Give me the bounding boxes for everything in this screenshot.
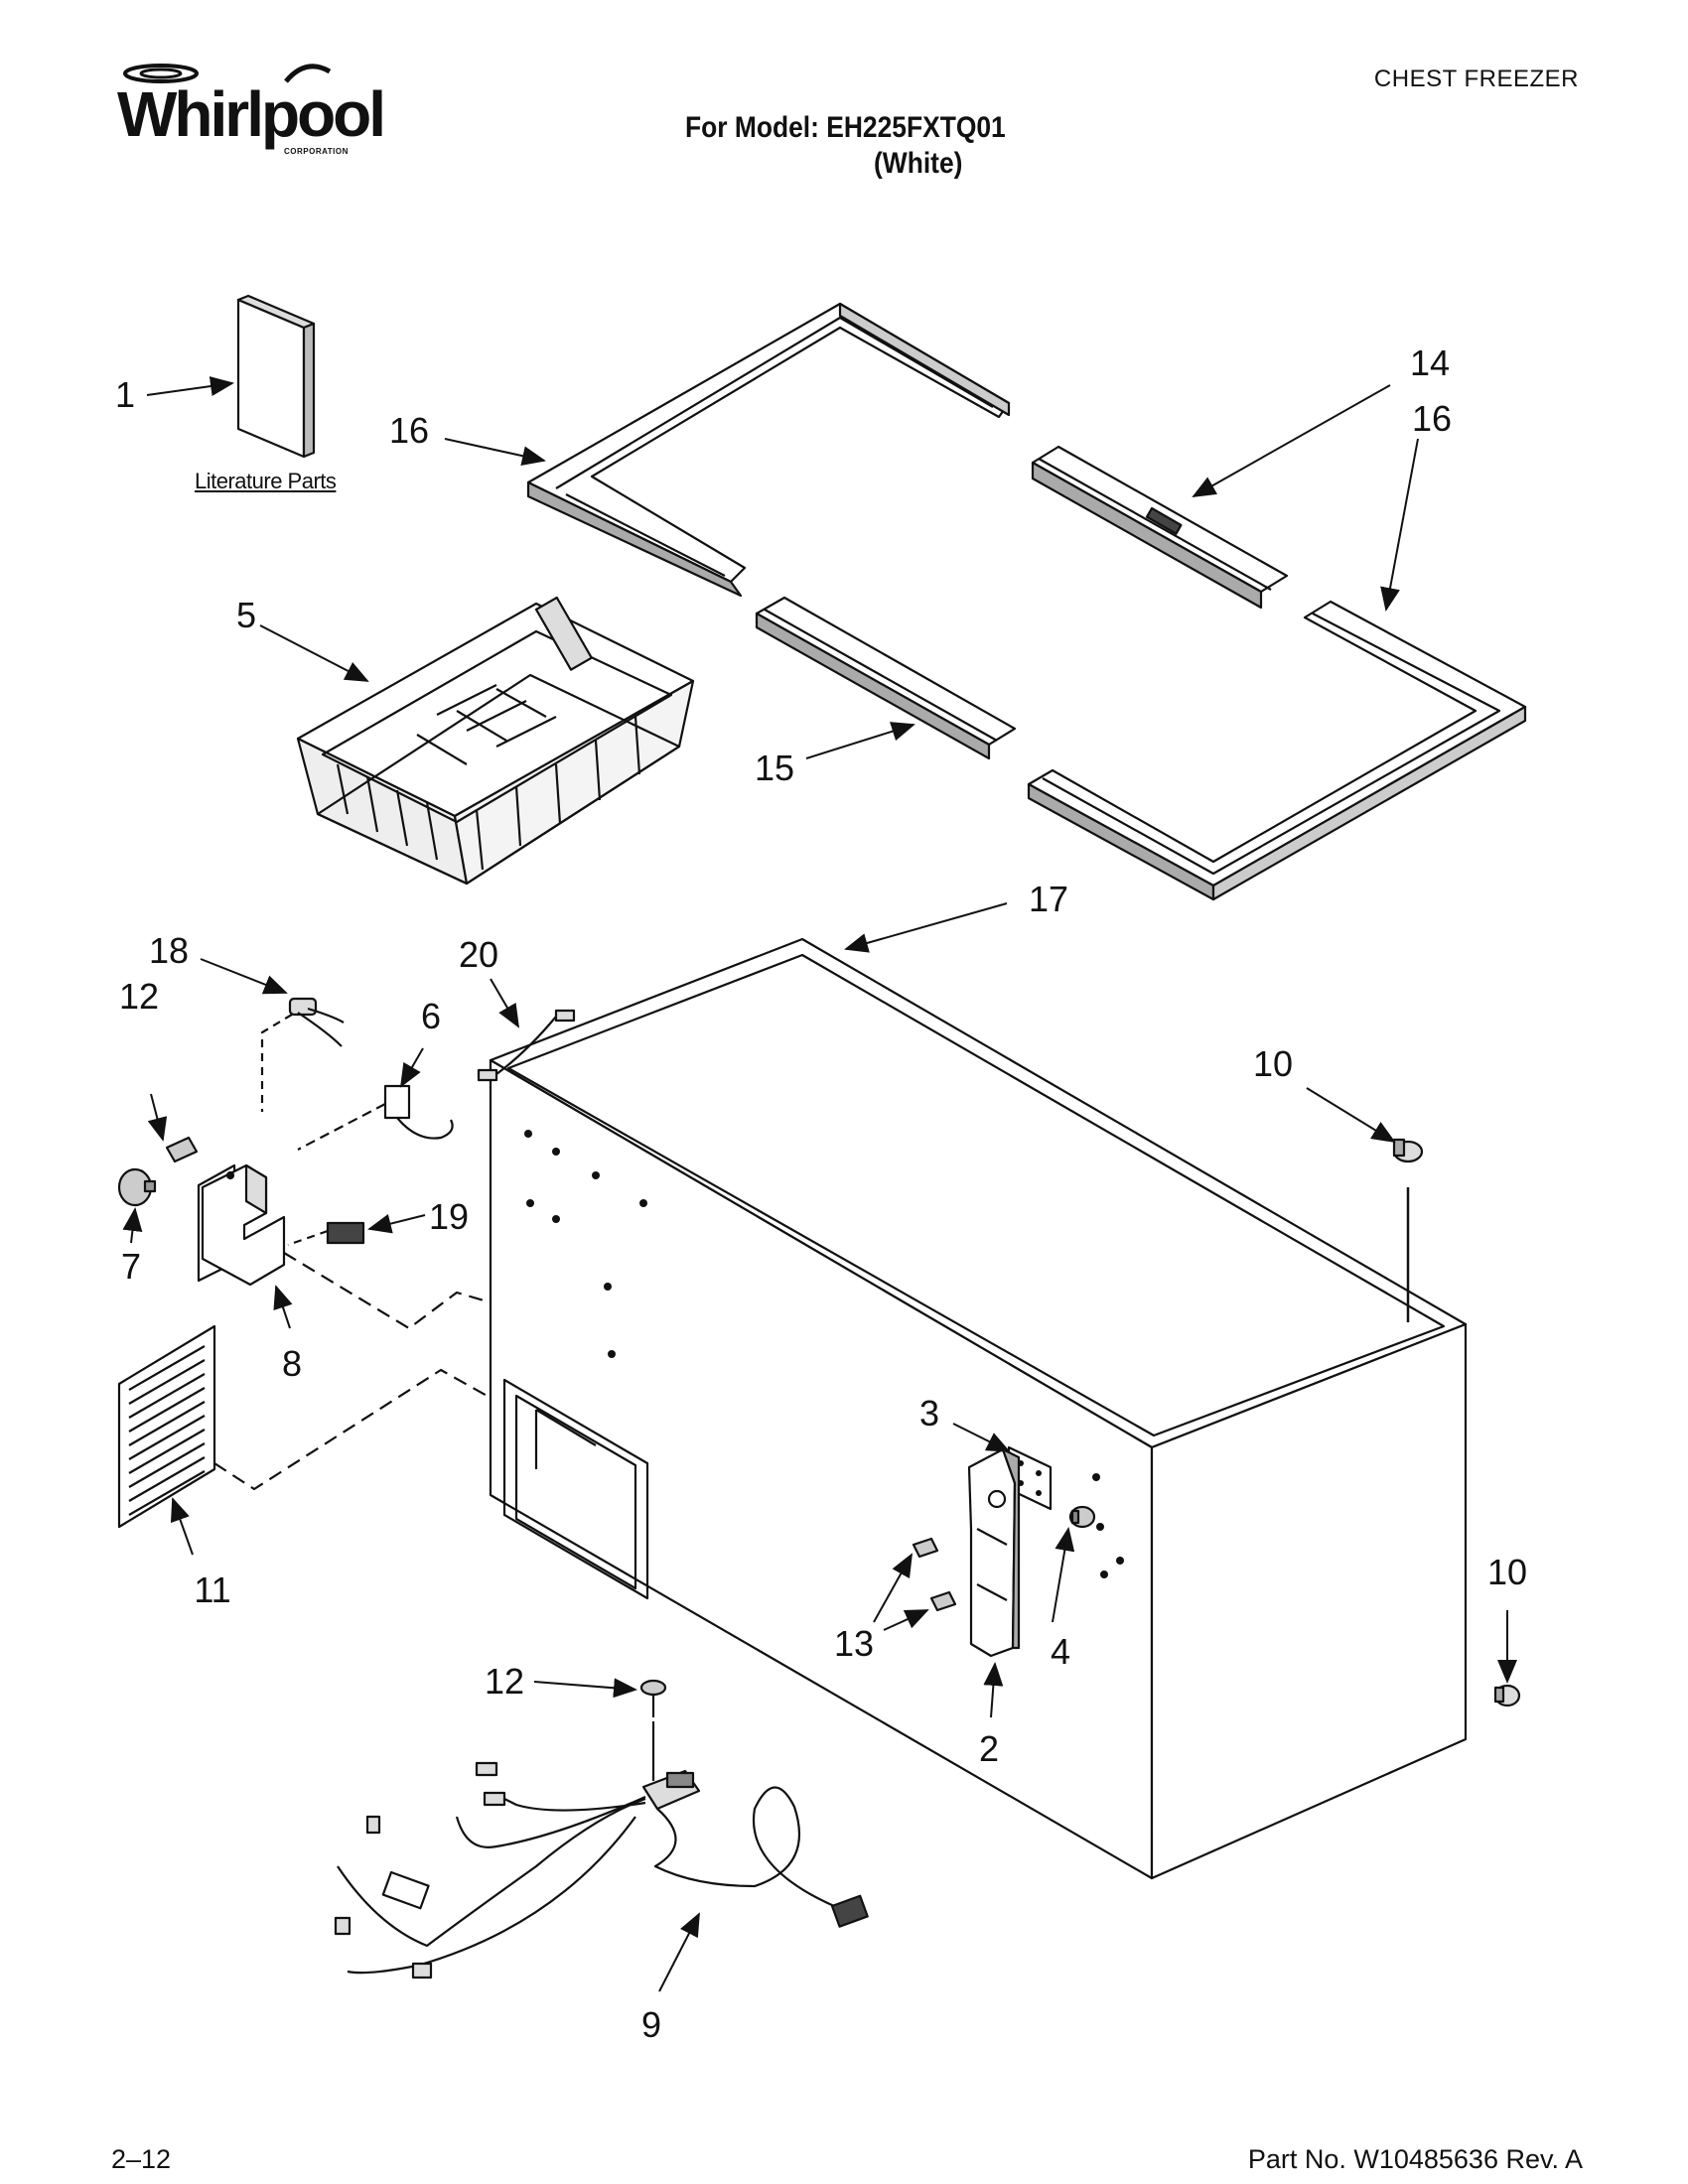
part-grille [117,1324,216,1529]
part-screw-upper [165,1136,199,1163]
callout-4: 4 [1051,1631,1070,1672]
brand-corporation: CORPORATION [284,147,349,156]
part-light-switch-18 [260,997,345,1112]
callout-13: 13 [834,1623,874,1664]
part-relay-6 [297,1084,454,1151]
part-connector-20 [477,1009,576,1082]
part-hinge-assembly [912,1445,1096,1658]
part-storage-basket [296,596,695,886]
callout-12-lower: 12 [485,1661,524,1702]
callout-1: 1 [115,374,135,415]
callout-15: 15 [755,748,794,788]
callout-10-lower: 10 [1487,1552,1527,1592]
part-breaker-strip-rear [755,596,1017,760]
brand-swirl-icon [123,64,332,83]
model-color: (White) [874,147,963,180]
callout-7: 7 [121,1246,141,1287]
product-category: CHEST FREEZER [1373,66,1579,92]
callout-10-upper: 10 [1253,1043,1293,1084]
callout-2: 2 [979,1728,999,1769]
part-screw-lower [639,1679,667,1781]
part-breaker-strip-left [526,302,1011,598]
callout-17: 17 [1029,879,1068,919]
part-bumper-bottom [1493,1684,1521,1707]
part-breaker-strip-front [1031,445,1289,610]
callout-16-left: 16 [389,410,429,451]
callout-18: 18 [149,930,189,971]
part-wiring-harness [334,1761,869,1979]
page-number: 2–12 [111,2144,172,2174]
part-control-housing [197,1163,286,1287]
model-number: For Model: EH225FXTQ01 [685,111,1006,144]
part-literature-booklet [236,294,316,459]
part-bumper-top [1392,1138,1424,1322]
callout-8: 8 [282,1343,302,1384]
part-number: Part No. W10485636 Rev. A [1247,2144,1583,2174]
callout-3: 3 [919,1393,939,1433]
part-thermostat-knob [117,1167,157,1207]
brand-logo: Whirlpool CORPORATION [109,60,386,159]
callout-9: 9 [641,2004,661,2045]
callout-11: 11 [194,1570,230,1610]
part-breaker-strip-right [1027,600,1527,901]
callout-12-upper: 12 [119,976,159,1017]
callout-20: 20 [459,934,498,975]
callout-14: 14 [1410,342,1450,383]
part-switch-19 [287,1221,365,1247]
callout-5: 5 [236,595,256,635]
callout-16-right: 16 [1412,398,1452,439]
literature-parts-label: Literature Parts [195,469,337,493]
brand-wordmark: Whirlpool [117,78,386,150]
callout-6: 6 [421,996,441,1036]
callout-19: 19 [429,1196,469,1237]
